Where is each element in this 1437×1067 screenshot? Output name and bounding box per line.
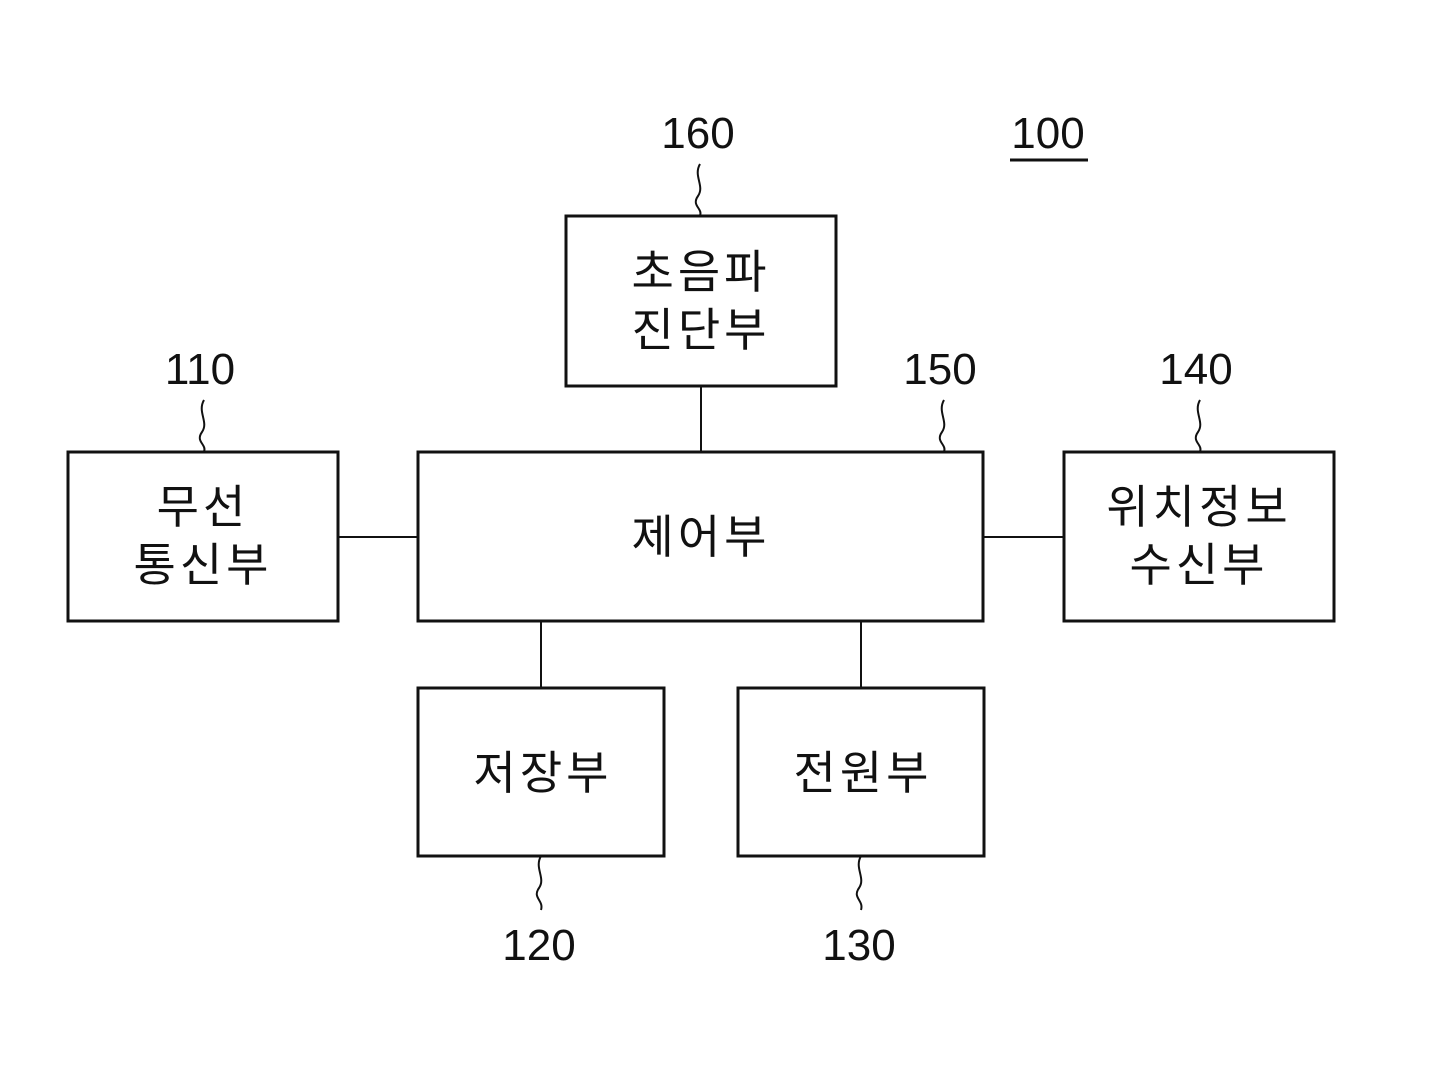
lead-line-wireless [200,400,205,452]
block-power-line-1: 전원부 [794,746,933,800]
block-ultrasound: 초음파 진단부 [566,216,836,386]
block-ultrasound-line-2: 진단부 [632,303,771,357]
lead-line-power [857,856,862,910]
block-wireless: 무선 통신부 [68,452,338,621]
block-location-box [1064,452,1334,621]
ref-label-ultrasound: 160 [661,109,734,158]
ref-label-wireless: 110 [165,345,235,394]
figure-ref-label: 100 [1011,109,1084,158]
ref-label-power: 130 [822,921,895,970]
lead-line-storage [537,856,542,910]
block-location-line-2: 수신부 [1130,538,1269,592]
block-storage: 저장부 [418,688,664,856]
block-wireless-box [68,452,338,621]
lead-line-location [1196,400,1201,452]
lead-line-control [940,400,945,452]
block-power: 전원부 [738,688,984,856]
block-storage-line-1: 저장부 [474,746,613,800]
block-ultrasound-line-1: 초음파 [632,245,771,299]
block-wireless-line-2: 통신부 [134,538,273,592]
ref-label-control: 150 [903,345,976,394]
block-location-line-1: 위치정보 [1106,480,1291,534]
block-wireless-line-1: 무선 [157,480,250,534]
ref-label-location: 140 [1159,345,1232,394]
block-location: 위치정보 수신부 [1064,452,1334,621]
block-ultrasound-box [566,216,836,386]
ref-label-storage: 120 [502,921,575,970]
block-control-line-1: 제어부 [632,510,771,564]
lead-line-ultrasound [696,164,701,216]
block-control: 제어부 [418,452,983,621]
